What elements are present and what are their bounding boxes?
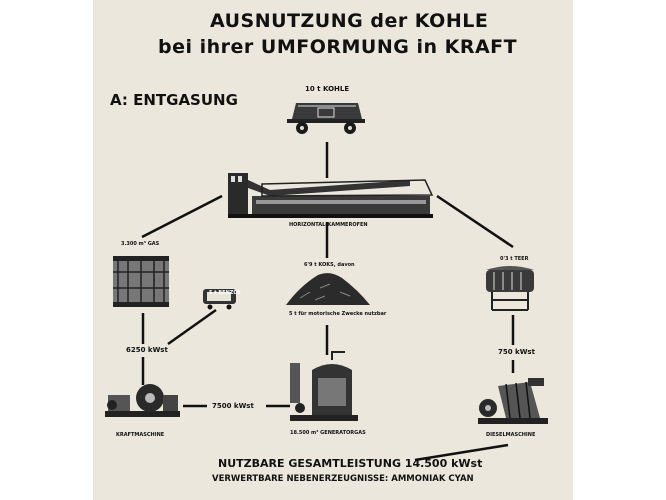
- line-oven-to-tar: [436, 194, 514, 249]
- power-engine-label: KRAFTMASCHINE: [116, 432, 165, 438]
- coal-wagon-label: 10 t KOHLE: [305, 85, 350, 93]
- coke-pile-icon: [286, 273, 370, 305]
- gas-generator-label: 18.500 m³ GENERATORGAS: [290, 430, 366, 436]
- title-line-2: bei ihrer UMFORMUNG in KRAFT: [158, 36, 518, 58]
- generator-output-kwst: 7500 kWst: [212, 402, 254, 410]
- gas-output-kwst: 6250 kWst: [126, 346, 168, 354]
- diesel-output-kwst: 750 kWst: [498, 348, 535, 356]
- connector-lines: [141, 142, 515, 462]
- coke-pile-label-bottom: 5 t für motorische Zwecke nutzbar: [289, 311, 387, 317]
- benzol-tank-label: 5 t BENZOL: [209, 290, 241, 296]
- line-diesel-to-total: [414, 443, 509, 462]
- gas-generator-icon: [290, 351, 358, 421]
- benzol-tank-icon: [203, 289, 236, 310]
- gas-holder-label: 3.300 m³ GAS: [121, 241, 160, 247]
- power-engine-icon: [105, 384, 180, 417]
- tar-tank-icon: [486, 266, 534, 311]
- byproducts: VERWERTBARE NEBENERZEUGNISSE: AMMONIAK C…: [212, 474, 474, 484]
- coke-oven-label: HORIZONTAL-KAMMEROFEN: [289, 222, 368, 228]
- coal-wagon-icon: [287, 103, 365, 134]
- coke-pile-label-top: 6'9 t KOKS, davon: [304, 262, 355, 268]
- coke-oven-icon: [228, 173, 434, 218]
- title-line-1: AUSNUTZUNG der KOHLE: [210, 10, 489, 32]
- total-output: NUTZBARE GESAMTLEISTUNG 14.500 kWst: [218, 457, 483, 470]
- gas-holder-icon: [113, 256, 169, 307]
- section-heading: A: ENTGASUNG: [110, 91, 238, 109]
- tar-tank-label: 0'3 t TEER: [500, 256, 529, 262]
- diesel-engine-icon: [478, 378, 548, 424]
- line-oven-to-gas: [141, 194, 223, 239]
- line-benzol-to-kwst: [167, 308, 217, 346]
- diesel-engine-label: DIESELMASCHINE: [486, 432, 536, 438]
